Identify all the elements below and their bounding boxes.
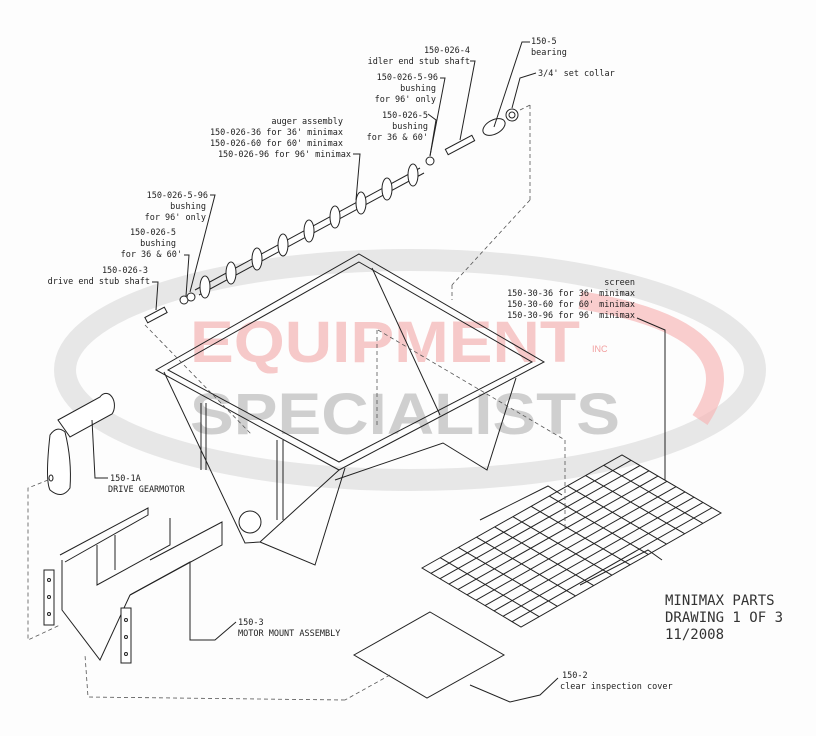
screen-wire [502, 502, 704, 617]
bushing96-left-desc: bushing [170, 202, 206, 212]
screen-wire [494, 526, 594, 586]
screen-wire [457, 475, 659, 590]
watermark-line2: SPECIALISTS [190, 382, 620, 447]
bushing-top-part: 150-026-5 [382, 111, 428, 121]
idler-shaft-part: 150-026-4 [424, 46, 470, 56]
bushing96-left-note: for 96' only [145, 213, 206, 223]
motor-mount-desc: MOTOR MOUNT ASSEMBLY [238, 629, 340, 639]
bushing96-top-note: for 96' only [375, 95, 436, 105]
watermark-suffix: INC [592, 344, 608, 354]
bushing-top-note: for 36 & 60' [367, 133, 428, 143]
screen-wire [549, 495, 649, 555]
inspection-cover [353, 611, 506, 699]
bushing-top-desc: bushing [392, 122, 428, 132]
auger-desc: auger assembly [271, 117, 343, 127]
bushing96-top-desc: bushing [400, 84, 436, 94]
set-collar-desc: 3/4' set collar [538, 69, 615, 79]
screen-wire [567, 485, 667, 545]
callouts: 150-5 bearing 150-026-4 idler end stub s… [48, 37, 673, 692]
screen-wire [476, 536, 576, 597]
auger-line: 150-026-96 for 96' minimax [218, 150, 351, 160]
watermark-logo: EQUIPMENT INC SPECIALISTS [54, 249, 766, 491]
screen-wire [466, 480, 668, 596]
cover-desc: clear inspection cover [560, 682, 673, 692]
screen-wire [530, 505, 631, 566]
title-line2: DRAWING 1 OF 3 [665, 610, 783, 626]
screen-wire [603, 464, 704, 524]
screen-wire [585, 475, 685, 535]
drive-shaft-part: 150-026-3 [102, 266, 148, 276]
screen-wire [439, 557, 540, 618]
screen-line: 150-30-36 for 36' minimax [507, 289, 635, 299]
motor-mount-part: 150-3 [238, 618, 264, 628]
bushing-left-part: 150-026-5 [130, 228, 176, 238]
screen-wire [511, 507, 713, 623]
bushing96-left-part: 150-026-5-96 [147, 191, 208, 201]
auger-flight [355, 191, 367, 215]
bearing-desc: bearing [531, 48, 567, 58]
screen-wire [439, 465, 641, 580]
screen-wire [475, 486, 677, 601]
title-line3: 11/2008 [665, 627, 724, 643]
leader-lines [91, 41, 666, 703]
auger-flight [407, 163, 419, 187]
screen [377, 329, 722, 628]
auger-line: 150-026-60 for 60' minimax [210, 139, 343, 149]
auger-flight [277, 233, 289, 257]
screen-wire [484, 491, 686, 606]
motor-mount [43, 507, 223, 664]
gearmotor-desc: DRIVE GEARMOTOR [108, 485, 186, 495]
screen-wire [493, 496, 695, 612]
screen-wire [458, 547, 558, 607]
cover-part: 150-2 [562, 671, 588, 681]
screen-wire [448, 470, 650, 585]
auger-flight [225, 261, 237, 285]
auger-flight [381, 177, 393, 201]
auger-flight [199, 275, 211, 299]
title-line1: MINIMAX PARTS [665, 593, 775, 609]
screen-desc: screen [604, 278, 635, 288]
bearing-part: 150-5 [531, 37, 557, 47]
screen-wire [512, 516, 613, 576]
hopper [154, 253, 546, 566]
auger-flight [303, 219, 315, 243]
auger-assembly [144, 104, 531, 436]
bushing96-top-part: 150-026-5-96 [377, 73, 438, 83]
bushing-left-note: for 36 & 60' [121, 250, 182, 260]
drive-gearmotor [27, 392, 115, 641]
title-block: MINIMAX PARTS DRAWING 1 OF 3 11/2008 [665, 593, 783, 643]
gearmotor-part: 150-1A [110, 474, 141, 484]
bushing-left-desc: bushing [140, 239, 176, 249]
screen-line: 150-30-96 for 96' minimax [507, 311, 635, 321]
screen-wire [430, 459, 632, 574]
auger-flight [329, 205, 341, 229]
screen-line: 150-30-60 for 60' minimax [507, 300, 635, 310]
auger-flight [251, 247, 263, 271]
drive-shaft-desc: drive end stub shaft [48, 277, 150, 287]
auger-line: 150-026-36 for 36' minimax [210, 128, 343, 138]
idler-shaft-desc: idler end stub shaft [368, 57, 470, 67]
